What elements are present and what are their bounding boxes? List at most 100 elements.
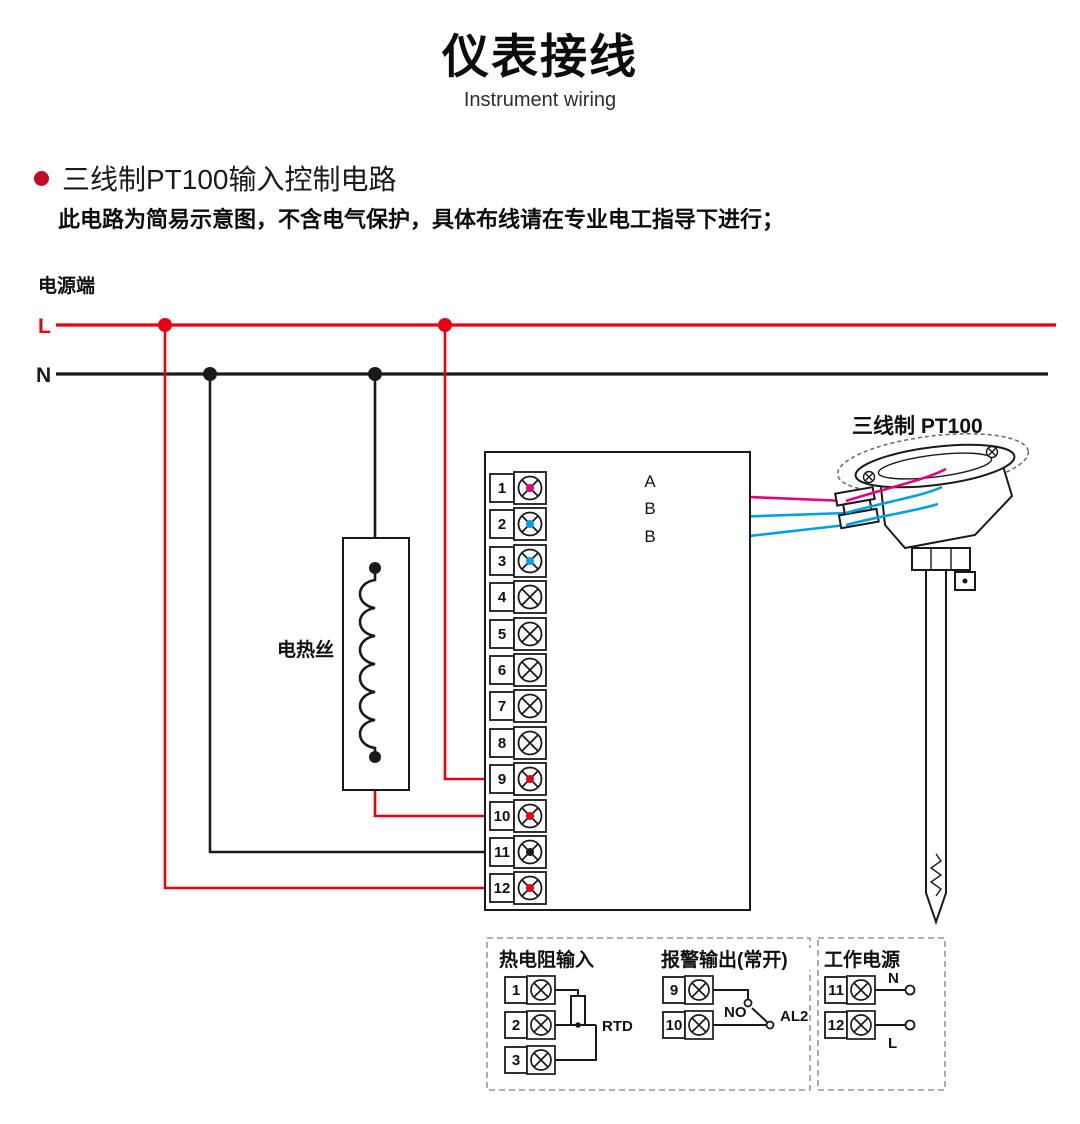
screw-terminal-icon xyxy=(513,689,547,723)
section-note: 此电路为简易示意图，不含电气保护，具体布线请在专业电工指导下进行； xyxy=(58,207,785,232)
wire-b2-stub xyxy=(845,502,939,527)
junction-dot xyxy=(369,751,381,763)
connection-dot xyxy=(526,848,534,856)
wire-n-to-terminal11 xyxy=(208,374,530,854)
legend-alarm-title: 报警输出(常开) xyxy=(661,948,788,971)
connection-dot xyxy=(526,557,534,565)
terminal-block: 1 2 3 4 5 6 7 8 9 10 11 12 xyxy=(484,451,751,911)
power-rails: 电源端 L N xyxy=(36,274,1056,387)
terminal-number: 11 xyxy=(828,982,844,999)
terminal-row: 10 xyxy=(489,799,547,833)
legend-rtd-title: 热电阻输入 xyxy=(499,948,594,971)
screw-terminal-icon xyxy=(526,1010,556,1040)
legend-terminal-row: 11 xyxy=(824,975,876,1005)
terminal-number: 9 xyxy=(670,982,678,999)
terminal-number: 5 xyxy=(498,626,506,643)
screw-terminal-icon xyxy=(513,726,547,760)
screw-terminal-icon xyxy=(526,1045,556,1075)
wire-a-label: A xyxy=(644,472,656,491)
bullet-icon xyxy=(34,170,49,186)
terminal-row: 4 xyxy=(489,580,547,614)
terminal-number: 2 xyxy=(512,1017,520,1034)
terminal-number: 10 xyxy=(494,808,511,825)
legend-alarm: 报警输出(常开) 9 10 NO AL2 xyxy=(656,948,812,1040)
sensor-cap xyxy=(854,443,1016,489)
legend-power: 工作电源 11 12 N L xyxy=(820,948,916,1052)
page-title: 仪表接线 xyxy=(442,30,638,83)
switch-contact xyxy=(743,998,753,1008)
power-terminal-circle xyxy=(904,984,916,996)
heater: 电热丝 xyxy=(277,537,410,791)
legend-terminal-row: 9 xyxy=(662,975,714,1005)
legend-terminal-row: 1 xyxy=(504,975,556,1005)
rtd-resistor xyxy=(570,995,586,1026)
rtd-wire-1 xyxy=(555,989,579,996)
line-n-label: N xyxy=(36,364,51,387)
line-l-label: L xyxy=(38,315,51,338)
terminal-number: 9 xyxy=(498,771,506,788)
wire-b2-label: B xyxy=(644,527,655,546)
heater-coil xyxy=(358,568,377,757)
terminal-row: 2 xyxy=(489,507,547,541)
sensor-cap-dashed-outline xyxy=(836,433,1030,493)
connection-dot xyxy=(526,884,534,892)
cap-screw-icon xyxy=(985,445,999,459)
screw-terminal-icon xyxy=(526,975,556,1005)
rtd-wire-3 xyxy=(555,1025,597,1061)
screw-terminal-icon xyxy=(684,975,714,1005)
switch-contact xyxy=(765,1020,775,1030)
page-subtitle: Instrument wiring xyxy=(463,89,617,111)
terminal-row: 11 xyxy=(489,835,547,869)
legend-box-right xyxy=(817,937,946,1091)
legend-terminal-row: 12 xyxy=(824,1010,876,1040)
sensor-cap-inner xyxy=(877,452,993,480)
terminal-number: 3 xyxy=(498,553,506,570)
terminal-number: 12 xyxy=(494,880,511,897)
terminal-number: 3 xyxy=(512,1052,520,1069)
terminal-number: 11 xyxy=(494,844,510,861)
section-heading-row: 三线制PT100输入控制电路 xyxy=(34,158,397,198)
legend-power-title: 工作电源 xyxy=(824,948,900,971)
sensor-element-squiggle xyxy=(929,853,943,897)
connection-dot xyxy=(526,812,534,820)
pt100-sensor: 三线制 PT100 xyxy=(834,414,1030,926)
legend-rtd: 热电阻输入 1 2 3 RTD xyxy=(494,948,633,1075)
section-heading: 三线制PT100输入控制电路 xyxy=(62,164,397,195)
screw-terminal-icon xyxy=(513,653,547,687)
terminal-row: 1 xyxy=(489,471,547,505)
terminal-number: 10 xyxy=(666,1017,683,1034)
junction-dot xyxy=(369,562,381,574)
terminal-number: 12 xyxy=(828,1017,845,1034)
screw-terminal-icon xyxy=(513,580,547,614)
switch-blade xyxy=(751,1007,768,1023)
connection-dot xyxy=(526,484,534,492)
page-header: 仪表接线 Instrument wiring xyxy=(0,18,1080,112)
terminal-row: 5 xyxy=(489,617,547,651)
terminal-number: 7 xyxy=(498,698,506,715)
legend-terminal-row: 3 xyxy=(504,1045,556,1075)
connection-dot xyxy=(526,775,534,783)
terminal-row: 7 xyxy=(489,689,547,723)
terminal-number: 2 xyxy=(498,516,506,533)
terminal-row: 9 xyxy=(489,762,547,796)
terminal-number: 8 xyxy=(498,735,506,752)
heater-label: 电热丝 xyxy=(277,638,334,661)
legend-box-left xyxy=(486,937,811,1091)
rtd-label: RTD xyxy=(602,1018,633,1035)
screw-terminal-icon xyxy=(513,617,547,651)
wire-a-stub xyxy=(845,467,947,503)
wire-l-to-terminal12 xyxy=(163,325,530,890)
terminal-row: 3 xyxy=(489,544,547,578)
power-terminal-circle xyxy=(904,1019,916,1031)
sensor-side-dot xyxy=(962,578,968,584)
alarm-wire-9 xyxy=(713,989,749,999)
wire-b1-stub xyxy=(845,485,943,515)
connection-dot xyxy=(526,520,534,528)
cap-screw-icon xyxy=(862,470,876,484)
terminal-number: 6 xyxy=(498,662,506,679)
power-terminal-label: 电源端 xyxy=(38,274,95,297)
terminal-row: 8 xyxy=(489,726,547,760)
sensor-hex-nut xyxy=(911,547,971,571)
